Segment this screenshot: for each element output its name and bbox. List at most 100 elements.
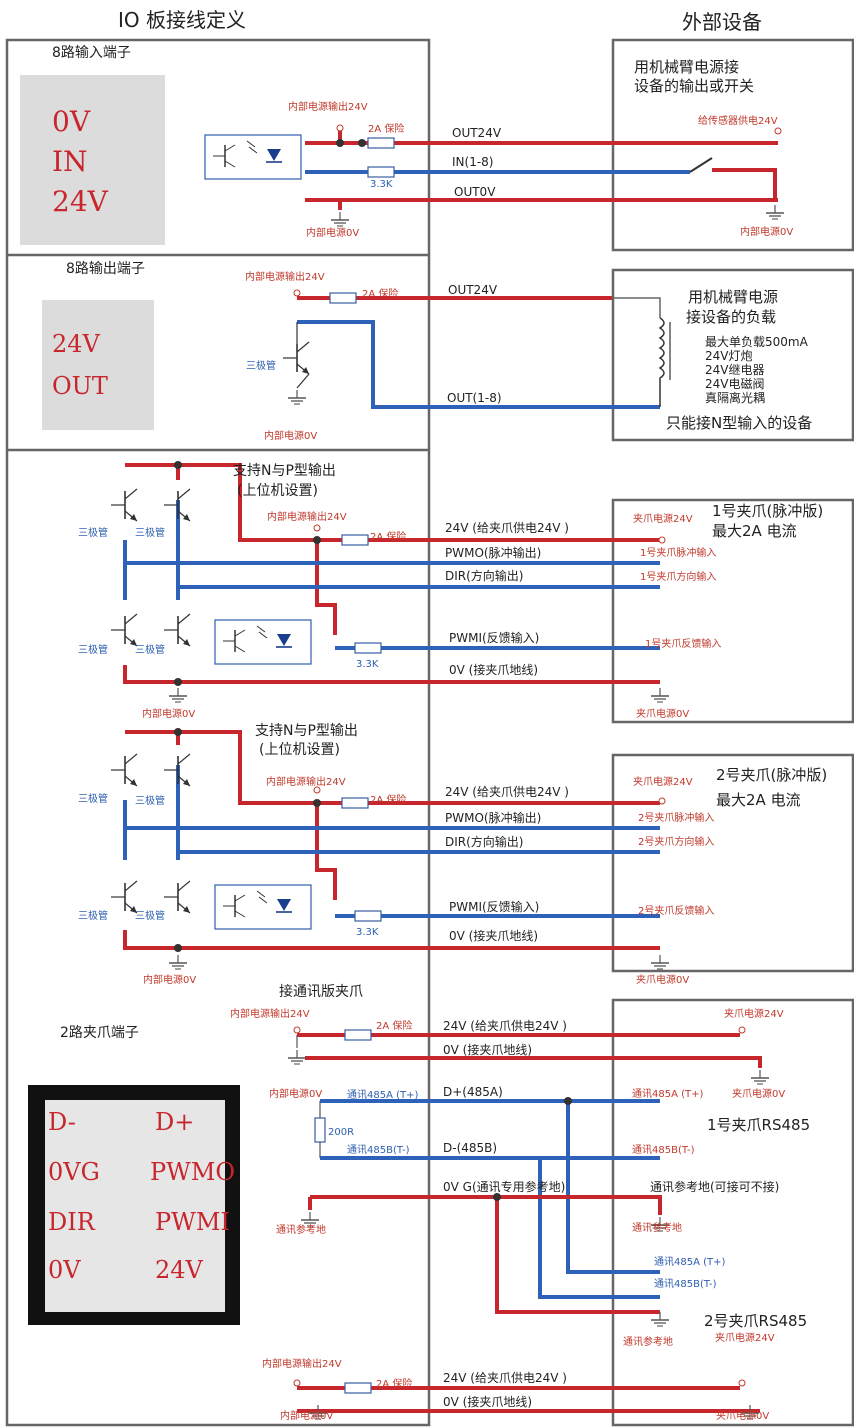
line-24v: 24V (给夹爪供电24V ) bbox=[445, 785, 569, 799]
line-da: D+(485A) bbox=[443, 1085, 503, 1099]
out-label: OUT(1-8) bbox=[447, 391, 502, 405]
ext-0v-label: 夹爪电源0V bbox=[636, 709, 690, 720]
terminal-label-0v: 0V bbox=[48, 1256, 81, 1284]
line-db: D-(485B) bbox=[443, 1141, 498, 1155]
resistor-label: 3.3K bbox=[356, 927, 379, 938]
transistor-label: 三极管 bbox=[78, 528, 108, 539]
transistor-label: 三极管 bbox=[135, 796, 165, 807]
resistor-label: 200R bbox=[328, 1127, 355, 1138]
transistor-label: 三极管 bbox=[135, 528, 165, 539]
np-title-2: (上位机设置) bbox=[237, 483, 318, 499]
ext-title-2: 最大2A 电流 bbox=[716, 791, 801, 809]
terminal-label-dir: DIR bbox=[48, 1208, 95, 1236]
ext2-a-label: 通讯485A (T+) bbox=[654, 1257, 726, 1268]
line-pwmo: PWMO(脉冲输出) bbox=[445, 546, 542, 560]
ext-title-1: 2号夹爪(脉冲版) bbox=[716, 766, 828, 784]
internal-0v-label: 内部电源0V bbox=[142, 709, 196, 720]
internal-0v-label: 内部电源0V bbox=[269, 1089, 323, 1100]
bottom-internal-0v-label: 内部电源0V bbox=[280, 1411, 334, 1422]
line-dir: DIR(方向输出) bbox=[445, 835, 524, 849]
gripper-terminal-title: 2路夹爪端子 bbox=[60, 1025, 139, 1041]
line-0v: 0V (接夹爪地线) bbox=[443, 1043, 533, 1057]
internal-0v-label: 内部电源0V bbox=[264, 431, 318, 442]
line-pwmo: PWMO(脉冲输出) bbox=[445, 811, 542, 825]
ext-list-item: 24V灯炮 bbox=[705, 349, 753, 363]
ext-fb-label: 1号夹爪反馈输入 bbox=[645, 639, 722, 650]
fuse-label: 2A 保险 bbox=[376, 1021, 413, 1032]
np-title-2: (上位机设置) bbox=[259, 742, 340, 758]
line-pwmi: PWMI(反馈输入) bbox=[449, 631, 540, 645]
line-24v: 24V (给夹爪供电24V ) bbox=[443, 1019, 567, 1033]
internal-24v-label: 内部电源输出24V bbox=[267, 512, 347, 523]
terminal-label-0v: 0V bbox=[52, 105, 91, 138]
internal-24v-label: 内部电源输出24V bbox=[245, 272, 325, 283]
fuse-label: 2A 保险 bbox=[362, 289, 399, 300]
comm-gripper-title: 接通讯版夹爪 bbox=[279, 984, 363, 1000]
input-terminal-photo bbox=[20, 75, 165, 245]
ext-0v-label: 夹爪电源0V bbox=[732, 1089, 786, 1100]
ext-title-1: 1号夹爪RS485 bbox=[707, 1116, 811, 1134]
bottom-line-24v: 24V (给夹爪供电24V ) bbox=[443, 1371, 567, 1385]
ext-dir-label: 1号夹爪方向输入 bbox=[640, 572, 717, 583]
bottom-ext-24v-label: 夹爪电源24V bbox=[715, 1333, 775, 1344]
ext-list-item: 最大单负载500mA bbox=[705, 335, 808, 349]
ext-list-item: 24V继电器 bbox=[705, 363, 765, 377]
bottom-ext-0v-label: 夹爪电源0V bbox=[716, 1411, 770, 1422]
input-terminal-title: 8路输入端子 bbox=[52, 45, 131, 61]
internal-24v-label: 内部电源输出24V bbox=[288, 102, 368, 113]
io-board-title: IO 板接线定义 bbox=[118, 8, 246, 32]
ext-list-item: 24V电磁阀 bbox=[705, 377, 765, 391]
line-24v: 24V (给夹爪供电24V ) bbox=[445, 521, 569, 535]
np-title-1: 支持N与P型输出 bbox=[255, 723, 358, 739]
comm-b-label: 通讯485B(T-) bbox=[347, 1145, 410, 1156]
comm-a-label: 通讯485A (T+) bbox=[347, 1090, 419, 1101]
bottom-fuse-label: 2A 保险 bbox=[376, 1379, 413, 1390]
terminal-label-24v: 24V bbox=[155, 1256, 203, 1284]
terminal-label-out: OUT bbox=[52, 372, 108, 400]
ext-desc-1: 用机械臂电源接 bbox=[634, 58, 740, 76]
fuse-label: 2A 保险 bbox=[368, 124, 405, 135]
resistor-label: 3.3K bbox=[356, 659, 379, 670]
ext-list-item: 真隔离光耦 bbox=[705, 391, 766, 405]
out24v-label: OUT24V bbox=[448, 283, 498, 297]
terminal-label-24v: 24V bbox=[52, 330, 100, 358]
line-pwmi: PWMI(反馈输入) bbox=[449, 900, 540, 914]
terminal-label-d-plus: D+ bbox=[155, 1108, 195, 1136]
line-0v: 0V (接夹爪地线) bbox=[449, 929, 539, 943]
internal-24v-label: 内部电源输出24V bbox=[266, 777, 346, 788]
terminal-label-in: IN bbox=[52, 145, 88, 178]
comm-ref-label: 通讯参考地 bbox=[276, 1225, 326, 1236]
ext-fb-label: 2号夹爪反馈输入 bbox=[638, 906, 715, 917]
terminal-label-0vg: 0VG bbox=[48, 1158, 100, 1186]
transistor-label: 三极管 bbox=[78, 794, 108, 805]
transistor-label: 三极管 bbox=[246, 361, 276, 372]
line-dir: DIR(方向输出) bbox=[445, 569, 524, 583]
output-terminal-title: 8路输出端子 bbox=[66, 261, 145, 277]
out24v-label: OUT24V bbox=[452, 126, 502, 140]
ext2-b-label: 通讯485B(T-) bbox=[654, 1279, 717, 1290]
fuse-label: 2A 保险 bbox=[370, 532, 407, 543]
terminal-label-24v: 24V bbox=[52, 185, 108, 218]
ext-note: 只能接N型输入的设备 bbox=[666, 414, 813, 432]
ext2-ref-label: 通讯参考地 bbox=[623, 1337, 673, 1348]
ext-pulse-label: 2号夹爪脉冲输入 bbox=[638, 813, 715, 824]
terminal-label-pwmi: PWMI bbox=[155, 1208, 230, 1236]
internal-0v-label: 内部电源0V bbox=[306, 228, 360, 239]
output-terminal-photo bbox=[42, 300, 154, 430]
transistor-label: 三极管 bbox=[135, 645, 165, 656]
ext-24v-label: 夹爪电源24V bbox=[724, 1009, 784, 1020]
ext-title-2: 2号夹爪RS485 bbox=[704, 1312, 808, 1330]
ext-ref-note: 通讯参考地(可接可不接) bbox=[650, 1180, 780, 1194]
sensor-24v-label: 给传感器供电24V bbox=[698, 116, 778, 127]
ext-b-label: 通讯485B(T-) bbox=[632, 1145, 695, 1156]
in-label: IN(1-8) bbox=[452, 155, 494, 169]
resistor-label: 3.3K bbox=[370, 179, 393, 190]
terminal-label-d-minus: D- bbox=[48, 1108, 76, 1136]
transistor-label: 三极管 bbox=[78, 645, 108, 656]
ext-title-2: 接设备的负载 bbox=[686, 308, 777, 326]
fuse-label: 2A 保险 bbox=[370, 795, 407, 806]
line-0v: 0V (接夹爪地线) bbox=[449, 663, 539, 677]
internal-0v-label: 内部电源0V bbox=[143, 975, 197, 986]
internal-24v-label: 内部电源输出24V bbox=[230, 1009, 310, 1020]
